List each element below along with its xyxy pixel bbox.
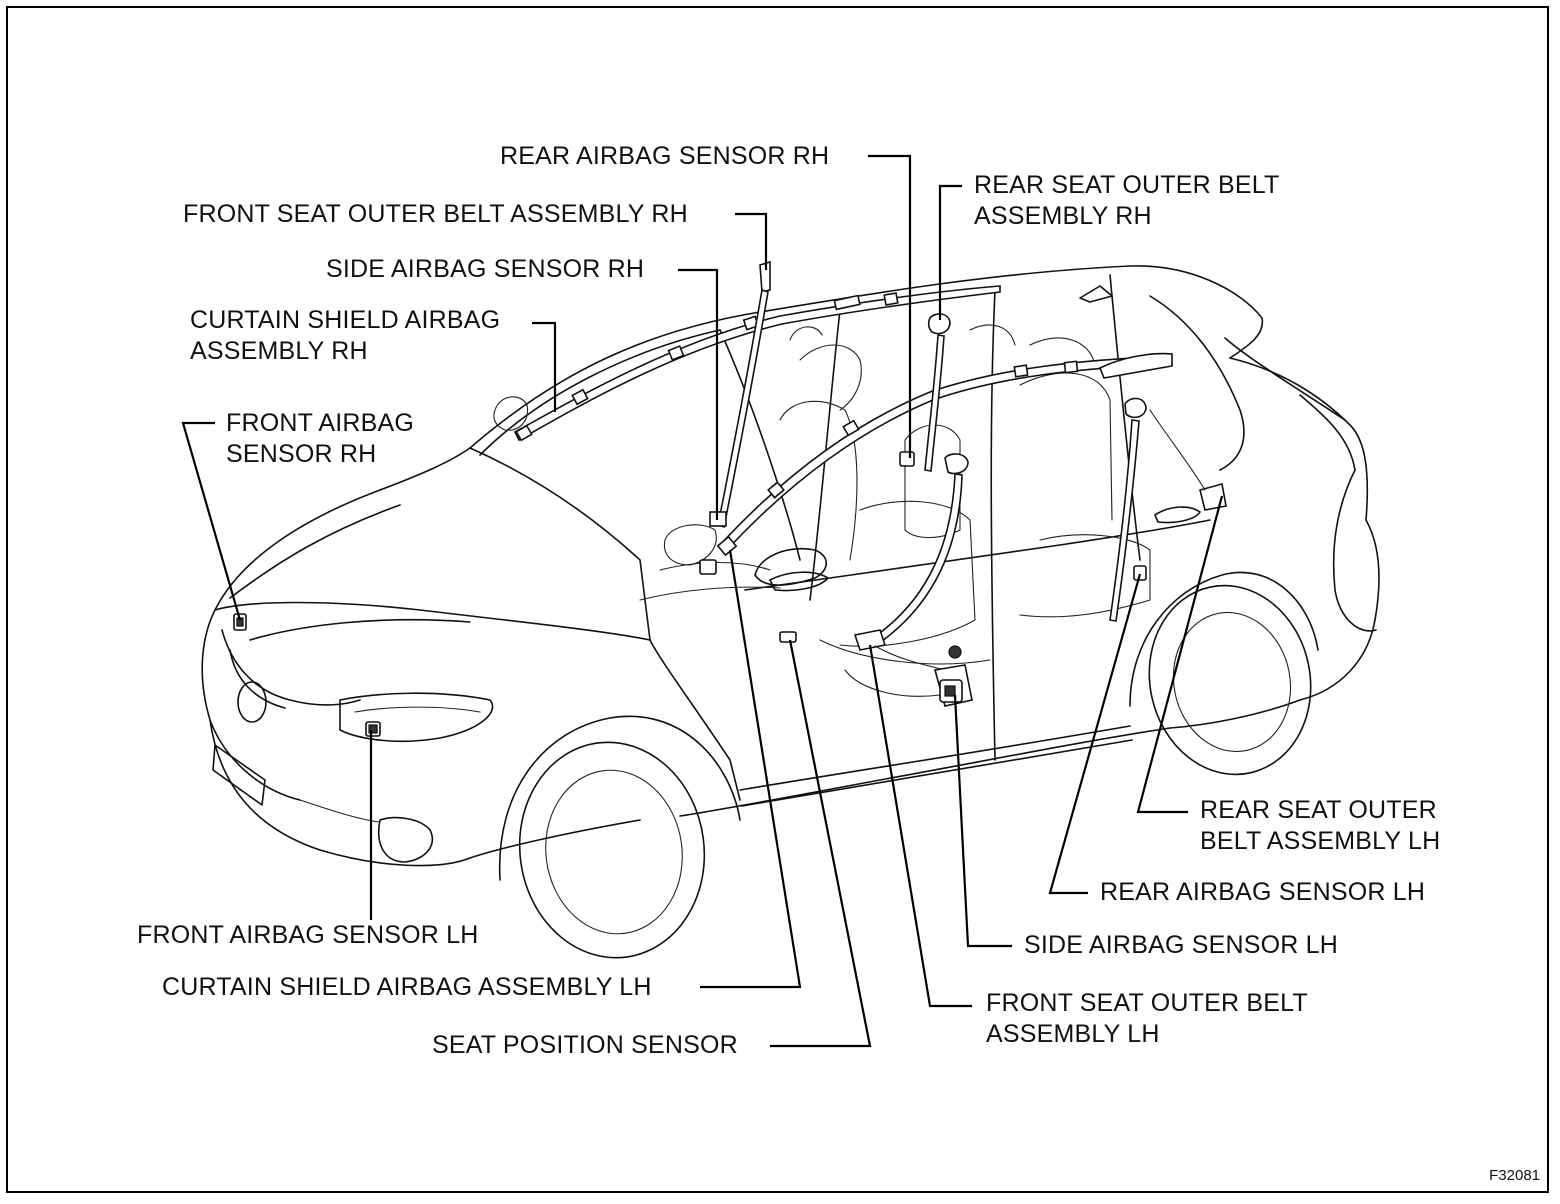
diagram-frame bbox=[6, 6, 1549, 1193]
curtain-shield-airbag-lh-drawing bbox=[716, 352, 1174, 557]
leader-rear-seat-outer-belt-lh bbox=[1136, 495, 1224, 814]
leader-front-seat-outer-belt-lh bbox=[868, 644, 972, 1008]
side-airbag-sensor-lh-part bbox=[939, 679, 963, 703]
front-seat-outer-belt-rh-drawing bbox=[709, 260, 771, 529]
label-front-airbag-sensor-rh: FRONT AIRBAG SENSOR RH bbox=[226, 409, 415, 468]
rear-airbag-sensor-lh-part bbox=[1133, 565, 1147, 581]
curtain-shield-airbag-rh-drawing bbox=[513, 285, 1001, 442]
label-curtain-shield-airbag-rh: CURTAIN SHIELD AIRBAG ASSEMBLY RH bbox=[190, 306, 501, 365]
leader-side-airbag-sensor-lh bbox=[953, 694, 1012, 948]
leader-side-airbag-sensor-rh bbox=[678, 268, 719, 520]
figure-code: F32081 bbox=[1489, 1167, 1540, 1184]
label-side-airbag-sensor-lh: SIDE AIRBAG SENSOR LH bbox=[1024, 931, 1339, 959]
leader-rear-airbag-sensor-lh bbox=[1048, 573, 1142, 895]
car-body-outline bbox=[201, 265, 1380, 959]
leader-front-airbag-sensor-rh bbox=[181, 421, 242, 621]
front-seat-outer-belt-lh-drawing bbox=[853, 453, 973, 707]
label-side-airbag-sensor-rh: SIDE AIRBAG SENSOR RH bbox=[326, 255, 645, 283]
seat-position-sensor-part bbox=[779, 631, 797, 643]
label-rear-airbag-sensor-rh: REAR AIRBAG SENSOR RH bbox=[500, 142, 830, 170]
label-rear-airbag-sensor-lh: REAR AIRBAG SENSOR LH bbox=[1100, 878, 1426, 906]
rear-seat-outer-belt-lh-drawing bbox=[1109, 397, 1227, 622]
leader-front-seat-outer-belt-rh bbox=[735, 212, 768, 270]
rear-airbag-sensor-rh-part bbox=[899, 451, 915, 467]
leader-seat-position-sensor bbox=[770, 639, 872, 1048]
front-airbag-sensor-lh-part bbox=[365, 721, 381, 737]
rear-seat-outer-belt-rh-drawing bbox=[924, 313, 951, 472]
leader-rear-airbag-sensor-rh bbox=[868, 154, 912, 458]
side-airbag-sensor-rh-part bbox=[699, 559, 717, 575]
front-airbag-sensor-rh-part bbox=[233, 613, 247, 631]
leader-rear-seat-outer-belt-rh bbox=[938, 184, 962, 320]
label-front-airbag-sensor-lh: FRONT AIRBAG SENSOR LH bbox=[137, 921, 479, 949]
leader-curtain-shield-airbag-lh bbox=[700, 549, 802, 989]
label-front-seat-outer-belt-lh: FRONT SEAT OUTER BELT ASSEMBLY LH bbox=[986, 989, 1308, 1048]
label-rear-seat-outer-belt-rh: REAR SEAT OUTER BELT ASSEMBLY RH bbox=[974, 171, 1280, 230]
leader-lines bbox=[181, 154, 1224, 1048]
label-seat-position-sensor: SEAT POSITION SENSOR bbox=[432, 1031, 738, 1059]
label-rear-seat-outer-belt-lh: REAR SEAT OUTER BELT ASSEMBLY LH bbox=[1200, 796, 1441, 855]
label-front-seat-outer-belt-rh: FRONT SEAT OUTER BELT ASSEMBLY RH bbox=[183, 200, 688, 228]
leader-curtain-shield-airbag-rh bbox=[532, 321, 557, 412]
label-curtain-shield-airbag-lh: CURTAIN SHIELD AIRBAG ASSEMBLY LH bbox=[162, 973, 652, 1001]
